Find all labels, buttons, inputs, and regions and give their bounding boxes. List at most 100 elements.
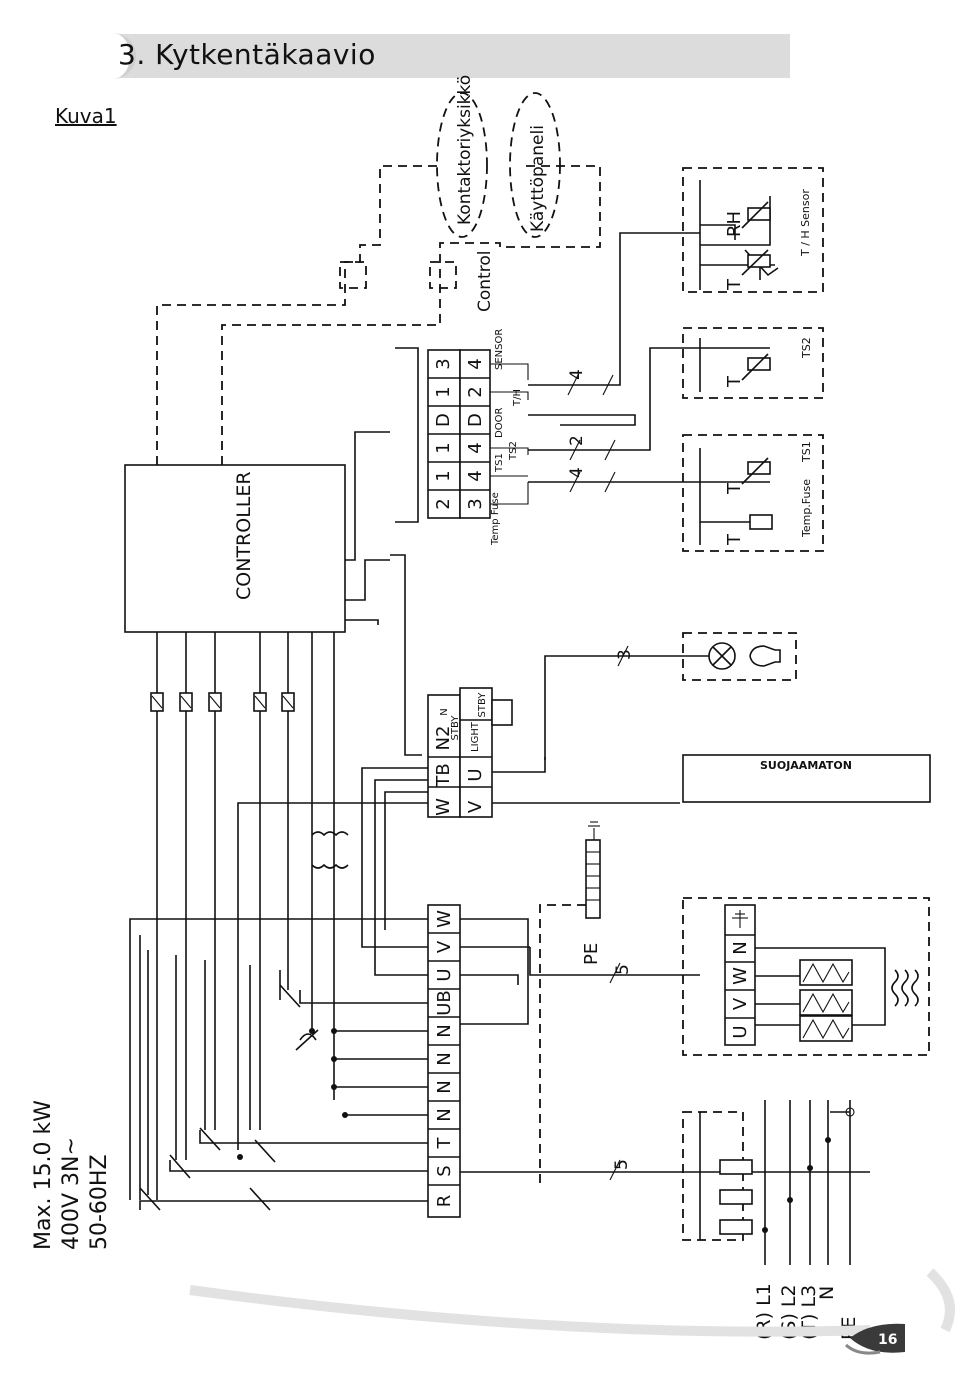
sensor-term-top-3: D — [433, 413, 454, 427]
ts1-t-label: T — [724, 482, 745, 495]
main-terminal-block: R S T N N N N UB U V W — [129, 904, 700, 1218]
out-term-bottom-2: LIGHT — [470, 721, 481, 752]
temp-fuse-sensor-label: Temp.Fuse — [800, 479, 813, 538]
heater-term-1: V — [730, 997, 751, 1010]
main-term-2: T — [434, 1137, 455, 1150]
header-bar — [58, 34, 790, 78]
heater-term-3: N — [730, 941, 751, 954]
sensor-term-bottom-4: 2 — [465, 386, 486, 397]
sensor-term-top-2: 1 — [433, 442, 454, 453]
sensor-term-bottom-2: 4 — [465, 442, 486, 453]
page-number: 16 — [878, 1332, 897, 1348]
wire-count-4b: 4 — [567, 369, 587, 380]
out-term-top-3: N — [439, 708, 450, 715]
out-term-bottom-3: STBY — [477, 692, 488, 718]
lamp-unit: 3 — [544, 632, 797, 760]
heater-term-2: W — [730, 967, 751, 985]
out-term-top-1: TB — [433, 763, 454, 787]
wire-count-5a: 5 — [613, 964, 633, 975]
mains-label-l2: (S) L2 — [778, 1284, 800, 1340]
remote-units: Kontaktoriyksikkö Käyttöpaneli Control — [156, 75, 601, 465]
output-terminal-block: W TB N2 V U N STBY LIGHT STBY — [237, 687, 680, 1150]
main-term-5: N — [434, 1052, 455, 1065]
out-term-bottom-1: U — [465, 768, 486, 781]
sensor-label: SENSOR — [494, 329, 505, 370]
ts2-t-label: T — [724, 375, 745, 388]
fuse-t-label: T — [724, 533, 745, 546]
mains-supply: 5 (R) L1 (S) L2 (T) L3 N PE — [609, 1100, 870, 1340]
mains-label-l1: (R) L1 — [753, 1283, 775, 1340]
door-label: DOOR — [494, 408, 505, 438]
heater-elements — [799, 959, 853, 1042]
main-term-3: N — [434, 1108, 455, 1121]
main-term-8: U — [434, 968, 455, 981]
sensor-term-top-5: 3 — [433, 358, 454, 369]
heater-unit: U V W N 5 — [529, 897, 930, 1056]
sensor-term-bottom-1: 4 — [465, 470, 486, 481]
temp-fuse-label: Temp Fuse — [490, 492, 501, 546]
controller-down-wires — [156, 632, 335, 1200]
ts2-label: TS2 — [508, 441, 519, 461]
heater-term-0: U — [730, 1025, 751, 1038]
control-panel-label: Käyttöpaneli — [528, 125, 548, 232]
rh-label: RH — [724, 211, 745, 237]
main-term-7: UB — [434, 990, 455, 1016]
contactor-unit-label: Kontaktoriyksikkö — [455, 75, 475, 225]
out-term-top-0: W — [433, 798, 454, 816]
main-term-10: W — [434, 910, 455, 928]
controller-fuses — [150, 692, 295, 712]
controller-box — [124, 464, 346, 633]
unprotected-box — [682, 754, 931, 803]
sensor-term-top-0: 2 — [433, 498, 454, 509]
supply-power: Max. 15.0 kW — [31, 1100, 56, 1250]
page-title: 3. Kytkentäkaavio — [118, 38, 376, 71]
heat-waves-icon — [891, 969, 919, 1007]
ts2-sensor-label: TS2 — [800, 337, 813, 359]
page-number-tab — [850, 1323, 905, 1353]
main-term-4: N — [434, 1080, 455, 1093]
control-panel-outline — [509, 92, 561, 238]
sensor-term-bottom-0: 3 — [465, 498, 486, 509]
mains-label-l3: (T) L3 — [798, 1285, 820, 1340]
th-sensor-label: T / H Sensor — [799, 189, 812, 257]
th-label: T/H — [512, 389, 523, 407]
wire-count-4a: 4 — [567, 467, 587, 478]
mains-label-n: N — [816, 1286, 838, 1300]
header-swoosh-decoration — [55, 33, 136, 79]
wire-count-2: 2 — [567, 435, 587, 446]
sensor-term-top-4: 1 — [433, 386, 454, 397]
supply-frequency: 50-60HZ — [87, 1154, 112, 1250]
main-term-6: N — [434, 1024, 455, 1037]
contactor-unit-outline — [436, 92, 488, 238]
unprotected-label: SUOJAAMATON — [760, 759, 852, 772]
wire-count-3: 3 — [615, 649, 635, 660]
out-term-bottom-0: V — [465, 800, 486, 813]
supply-spec: Max. 15.0 kW 400V 3N~ 50-60HZ — [31, 1100, 112, 1250]
n-stby-label: STBY — [450, 715, 461, 741]
pe-label: PE — [581, 943, 602, 965]
footer: 16 — [189, 1268, 955, 1355]
figure-label: Kuva1 — [55, 104, 117, 128]
sensor-term-top-1: 1 — [433, 470, 454, 481]
pe-rail: PE — [539, 821, 602, 1185]
main-term-1: S — [434, 1165, 455, 1176]
main-term-9: V — [434, 940, 455, 953]
transformer-coil — [311, 831, 349, 869]
out-term-top-2: N2 — [433, 726, 454, 751]
ts1-label: TS1 — [494, 453, 505, 473]
ts1-sensor-label: TS1 — [800, 441, 813, 463]
sensor-term-bottom-3: D — [465, 413, 486, 427]
sensor-term-bottom-5: 4 — [465, 358, 486, 369]
main-term-0: R — [434, 1195, 455, 1208]
wire-count-5b: 5 — [612, 1159, 632, 1170]
ts1-sensor: T T TS1 Temp.Fuse — [682, 434, 824, 552]
supply-voltage: 400V 3N~ — [59, 1137, 84, 1250]
control-label: Control — [475, 251, 495, 312]
controller-bracket-wires — [345, 347, 422, 756]
controller-label: CONTROLLER — [233, 471, 255, 600]
ts2-sensor: T TS2 — [682, 327, 824, 399]
th-sensor: RH T T / H Sensor — [682, 167, 824, 293]
sensor-terminal-block: 2 1 1 D 1 3 3 4 4 D 2 4 Temp Fuse TS1 TS… — [427, 232, 700, 546]
th-sensor-t-label: T — [724, 278, 745, 291]
